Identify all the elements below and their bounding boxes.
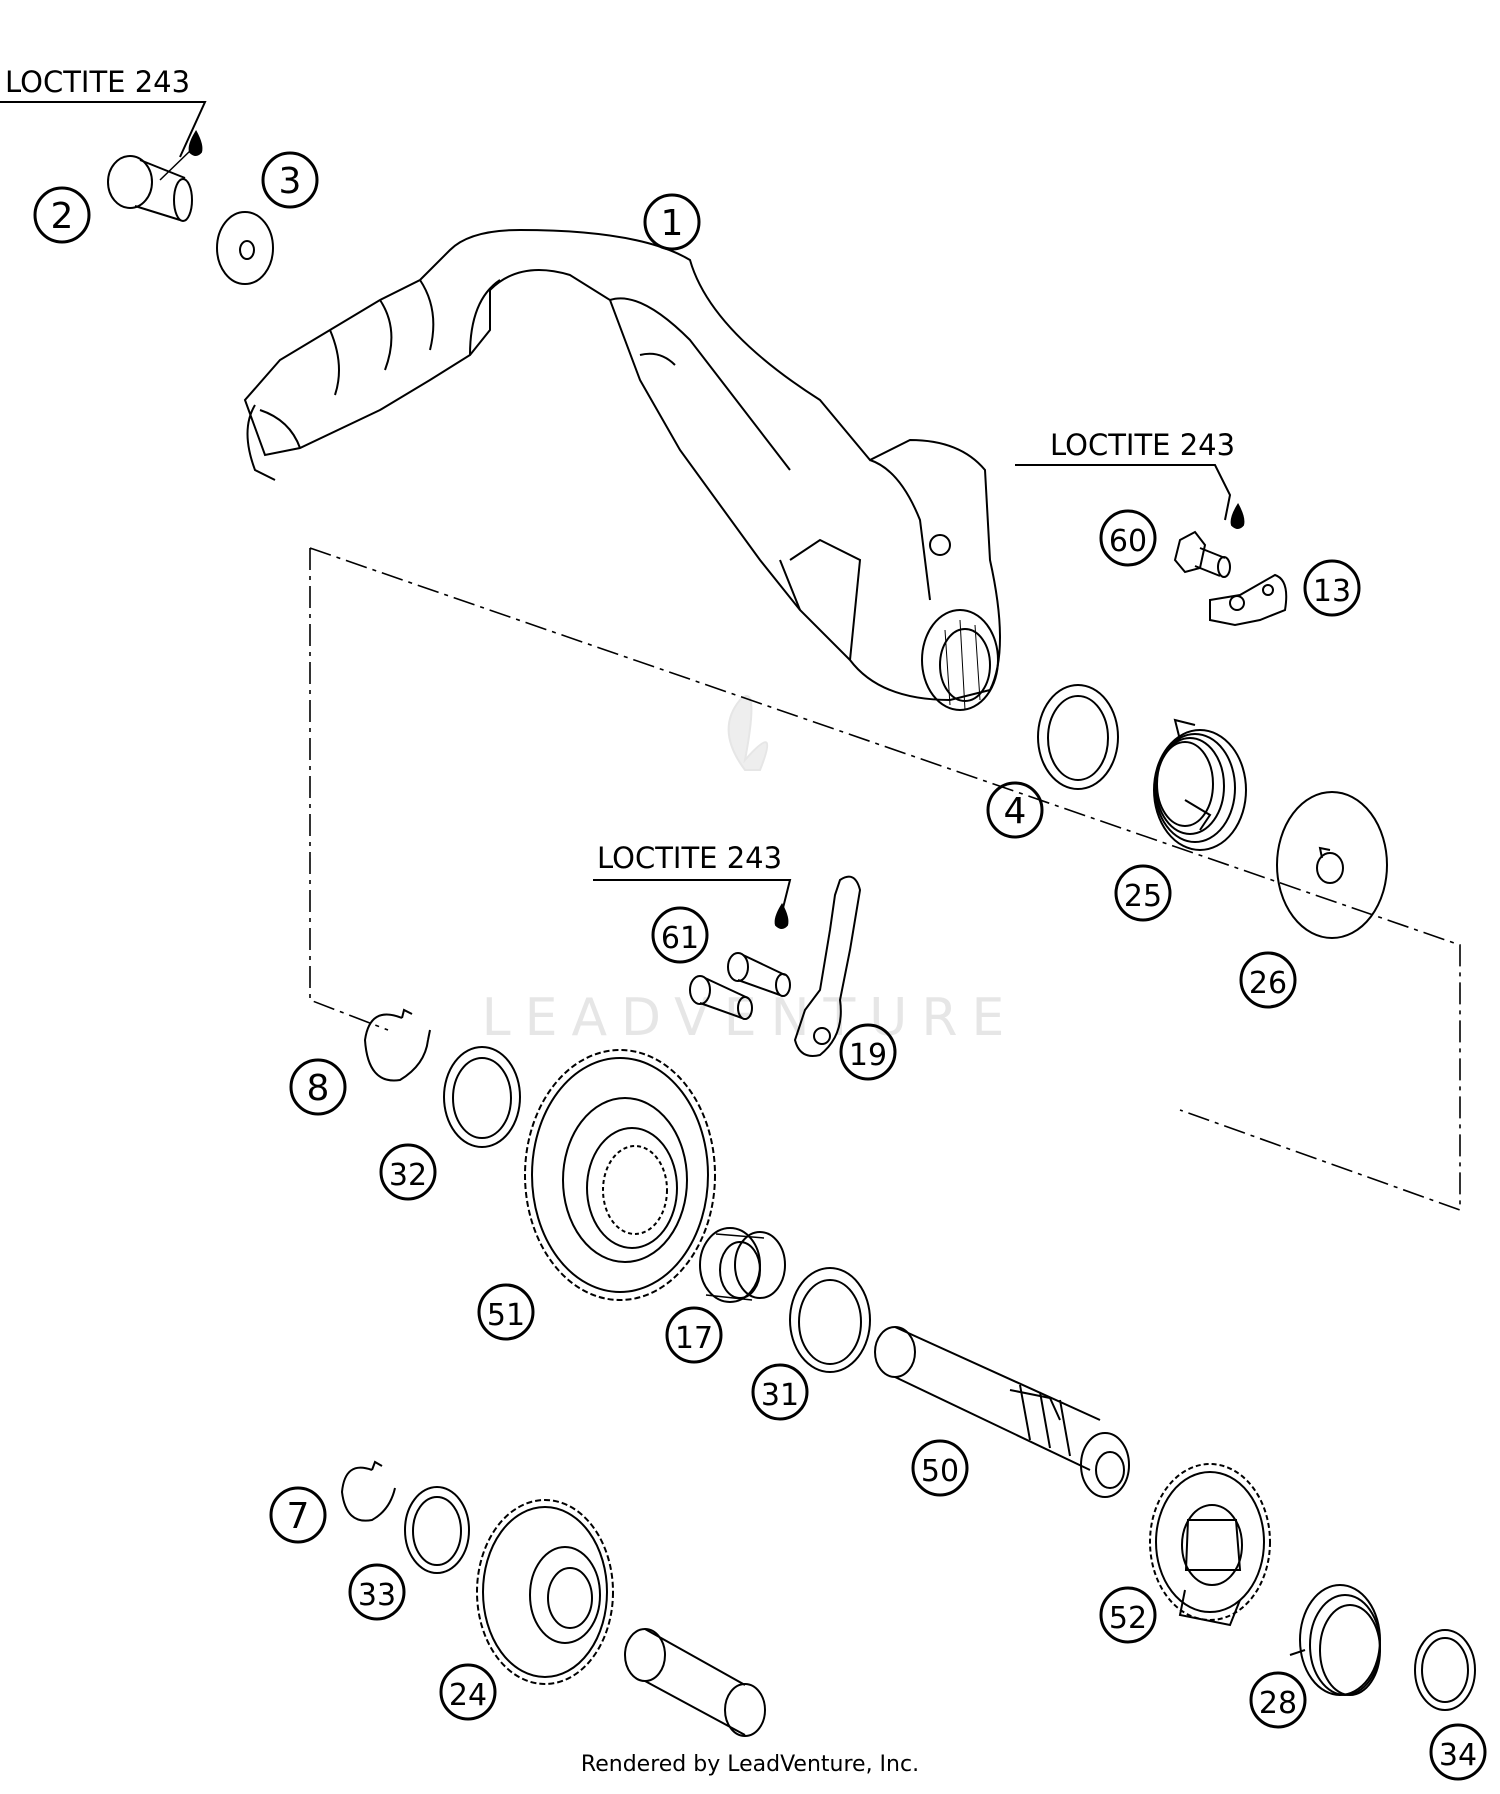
svg-text:61: 61: [661, 921, 699, 956]
callout-7: 7: [269, 1486, 327, 1544]
svg-text:28: 28: [1259, 1686, 1297, 1721]
assembly-line: [309, 547, 1461, 1212]
loctite-note-1: LOCTITE 243: [5, 65, 190, 99]
stop-plate-19: [793, 875, 862, 1057]
ratchet-52: [1149, 1463, 1271, 1627]
callout-25: 25: [1114, 864, 1172, 922]
svg-text:8: 8: [307, 1068, 330, 1109]
svg-text:4: 4: [1004, 791, 1027, 832]
svg-text:1: 1: [661, 203, 684, 244]
svg-text:13: 13: [1313, 574, 1351, 609]
washer-32: [443, 1046, 521, 1148]
callout-34: 34: [1429, 1723, 1487, 1781]
svg-text:17: 17: [675, 1321, 713, 1356]
gear-24: [476, 1499, 614, 1685]
kickstarter-lever: [243, 228, 1001, 711]
callout-60: 60: [1099, 509, 1157, 567]
callout-8: 8: [289, 1058, 347, 1116]
needle-bearing-17: [699, 1227, 786, 1303]
callout-52: 52: [1099, 1586, 1157, 1644]
callout-50: 50: [911, 1439, 969, 1497]
disc-26: [1276, 791, 1388, 939]
bolt-60: [1173, 530, 1231, 578]
footer-credit: Rendered by LeadVenture, Inc.: [580, 1752, 920, 1777]
svg-text:2: 2: [51, 196, 74, 237]
svg-text:25: 25: [1124, 879, 1162, 914]
loctite-note-3: LOCTITE 243: [597, 841, 782, 875]
callout-28: 28: [1249, 1671, 1307, 1729]
callout-51: 51: [477, 1283, 535, 1341]
circlip-7: [340, 1460, 396, 1522]
callout-32: 32: [379, 1143, 437, 1201]
washer-4: [1037, 684, 1119, 790]
svg-text:52: 52: [1109, 1601, 1147, 1636]
callout-19: 19: [839, 1023, 897, 1081]
svg-text:24: 24: [449, 1678, 487, 1713]
washer-33: [404, 1486, 470, 1574]
callout-3: 3: [261, 151, 319, 209]
svg-text:31: 31: [761, 1378, 799, 1413]
watermark-text: LEADVENTURE: [482, 988, 1019, 1048]
callout-1: 1: [643, 193, 701, 251]
callout-24: 24: [439, 1663, 497, 1721]
svg-text:26: 26: [1249, 966, 1287, 1001]
bracket-13: [1209, 573, 1288, 627]
svg-text:33: 33: [358, 1578, 396, 1613]
washer-34: [1414, 1629, 1476, 1711]
callout-2: 2: [33, 186, 91, 244]
bushing: [624, 1628, 766, 1737]
svg-text:50: 50: [921, 1454, 959, 1489]
callout-26: 26: [1239, 951, 1297, 1009]
screws-61: [689, 952, 791, 1020]
svg-text:19: 19: [849, 1038, 887, 1073]
callout-4: 4: [986, 781, 1044, 839]
circlip-8: [363, 1008, 431, 1082]
callout-13: 13: [1303, 559, 1361, 617]
washer-3: [216, 211, 274, 285]
spring-25: [1153, 718, 1247, 851]
washer-31: [789, 1267, 871, 1373]
callout-33: 33: [348, 1563, 406, 1621]
rivet: [107, 155, 193, 222]
callout-31: 31: [751, 1363, 809, 1421]
loctite-note-2: LOCTITE 243: [1050, 428, 1235, 462]
svg-text:60: 60: [1109, 524, 1147, 559]
gear-51: [524, 1049, 716, 1301]
spring-28: [1289, 1584, 1381, 1696]
shaft-50: [874, 1326, 1130, 1498]
svg-text:32: 32: [389, 1158, 427, 1193]
svg-text:34: 34: [1439, 1738, 1477, 1773]
callout-17: 17: [665, 1306, 723, 1364]
svg-text:51: 51: [487, 1298, 525, 1333]
svg-text:7: 7: [287, 1496, 310, 1537]
callout-61: 61: [651, 906, 709, 964]
svg-text:3: 3: [279, 161, 302, 202]
loctite-markers: [0, 101, 1245, 929]
